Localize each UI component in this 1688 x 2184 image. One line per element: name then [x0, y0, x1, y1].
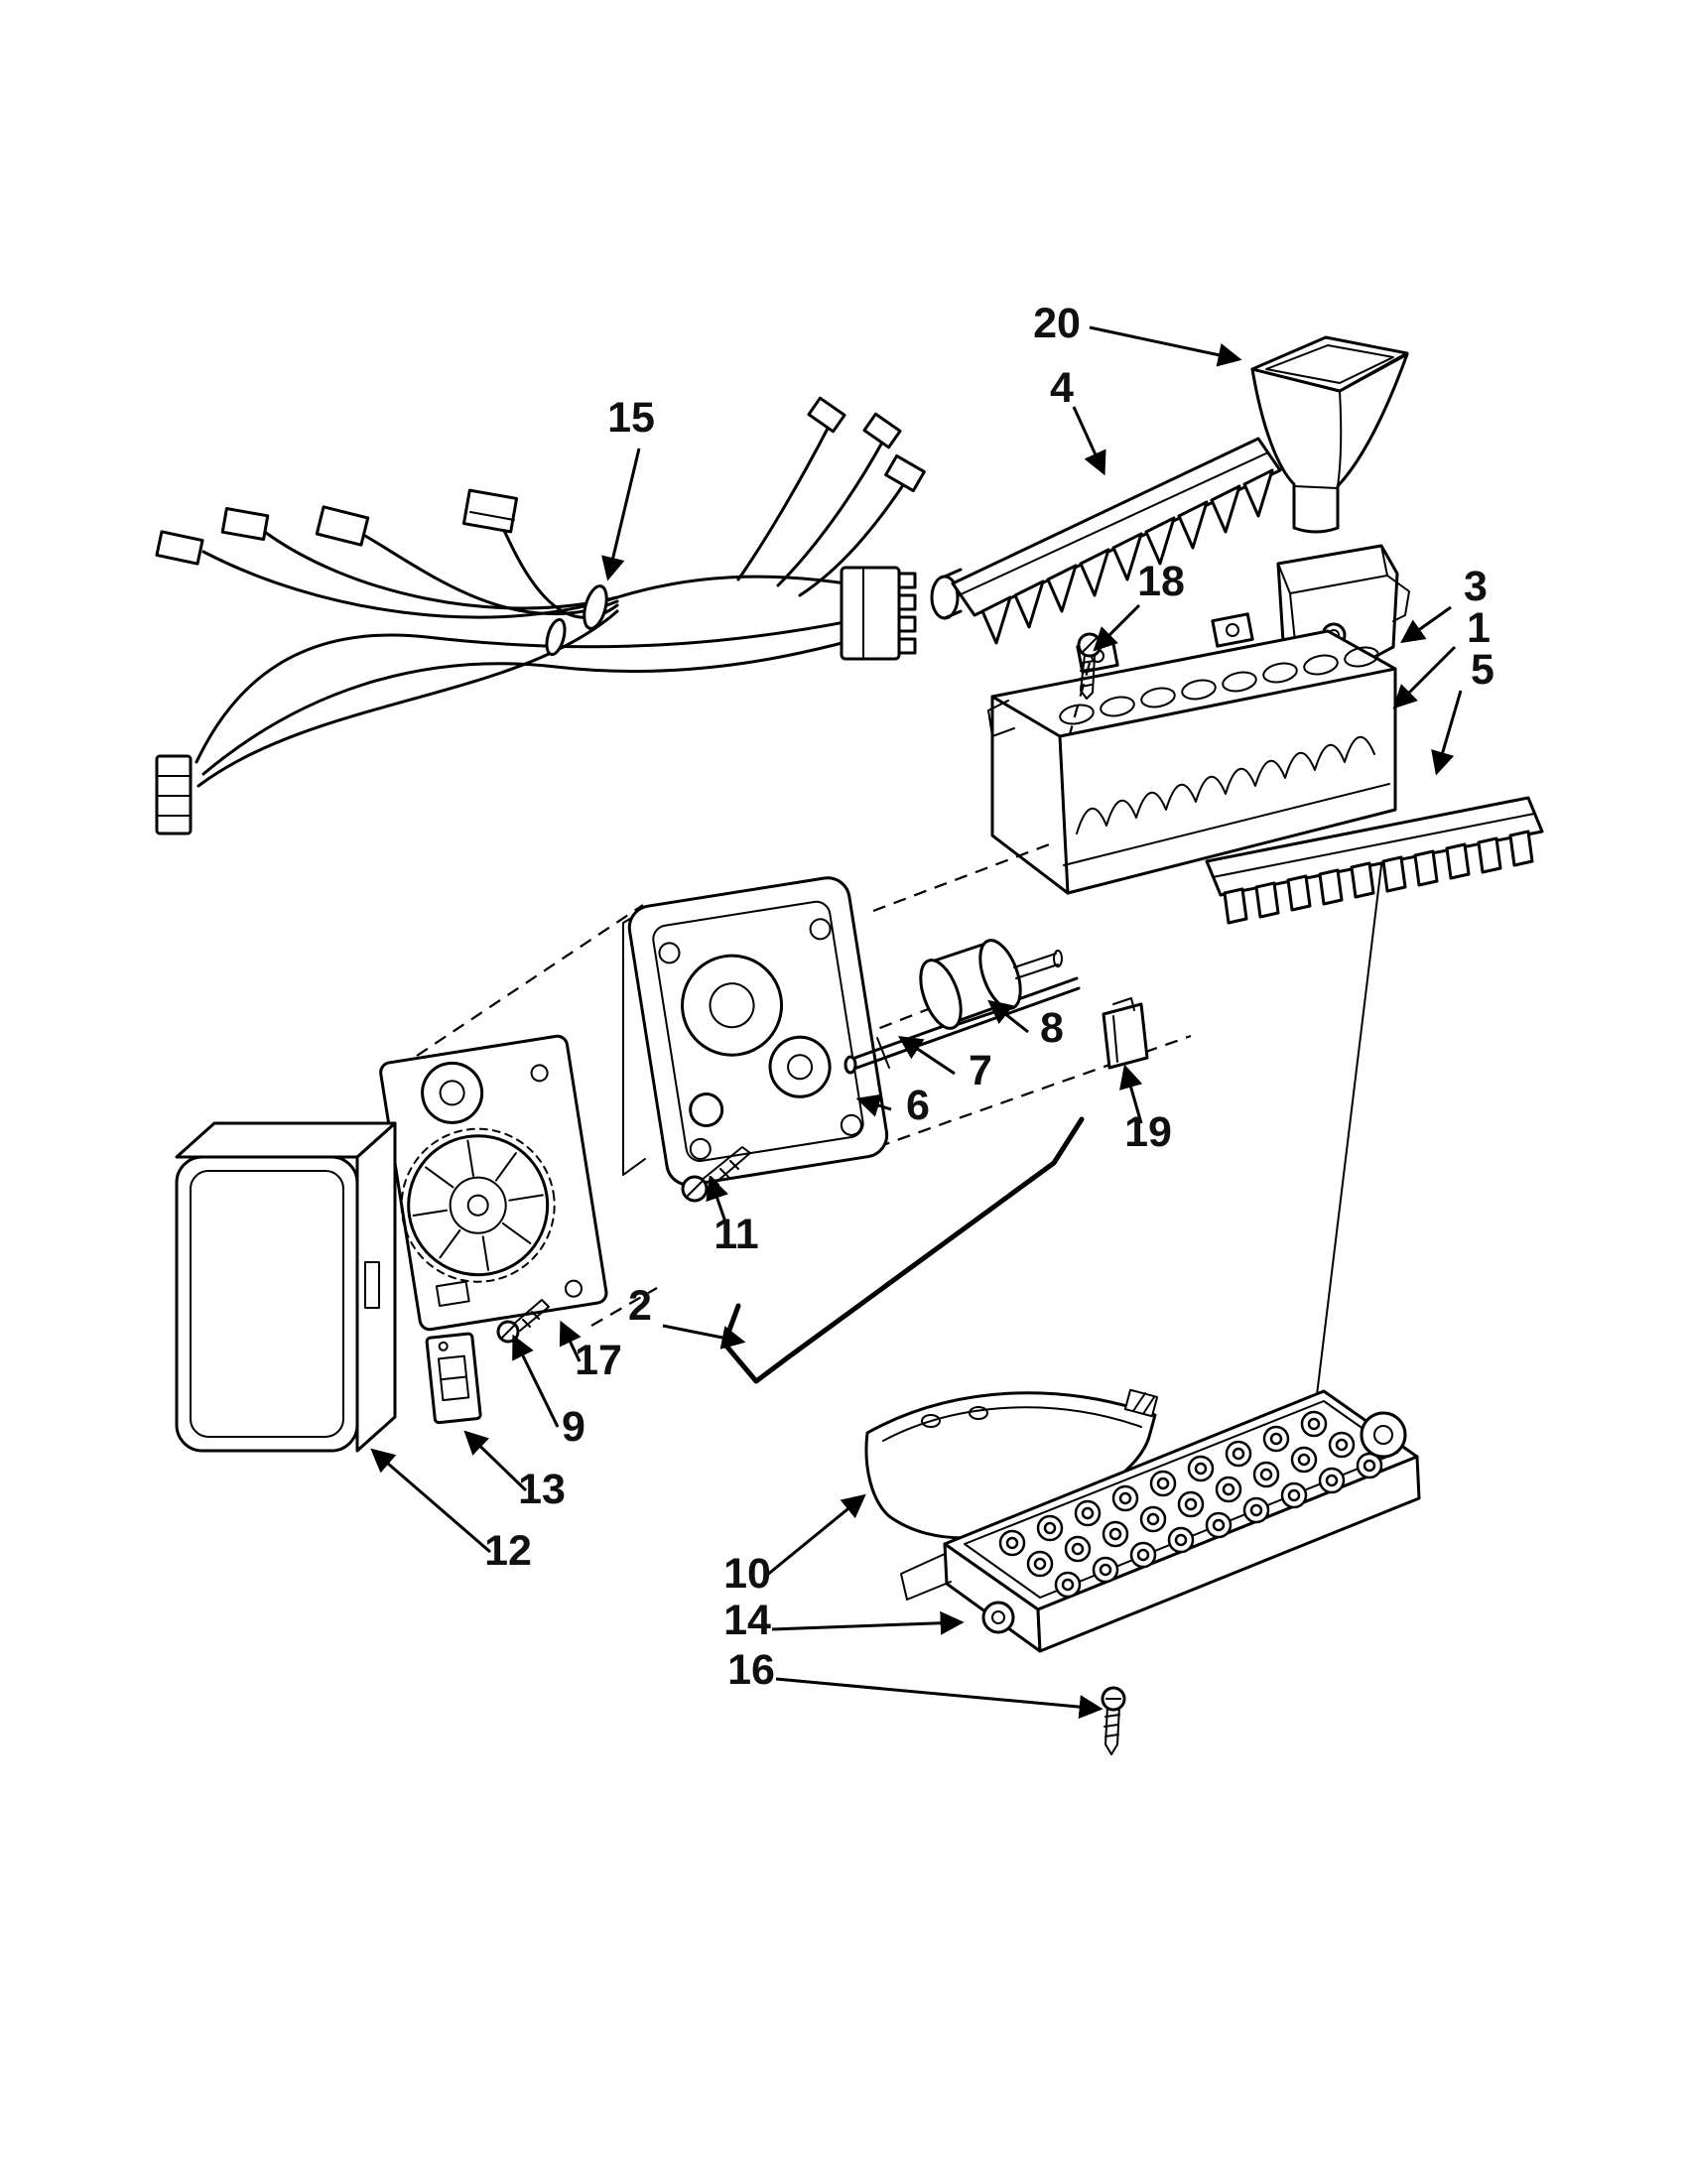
callout-19: 19 — [1124, 1108, 1172, 1156]
callout-labels: 20 4 15 18 3 1 5 8 7 6 19 11 2 17 9 13 1… — [484, 300, 1494, 1694]
shutoff-switch — [425, 1332, 482, 1425]
callout-10: 10 — [723, 1550, 771, 1598]
callout-3: 3 — [1464, 563, 1488, 610]
callout-17: 17 — [575, 1337, 622, 1384]
callout-8: 8 — [1040, 1004, 1064, 1052]
callout-14: 14 — [723, 1597, 771, 1644]
motor-coupler — [919, 939, 1063, 1030]
callout-13: 13 — [518, 1466, 566, 1513]
screw-16 — [1101, 1686, 1126, 1755]
callout-15: 15 — [607, 394, 655, 442]
ice-mold-tray — [930, 437, 1282, 645]
drive-shaft — [844, 976, 1081, 1075]
callout-4: 4 — [1050, 364, 1074, 412]
callout-11: 11 — [714, 1211, 758, 1258]
callout-1: 1 — [1467, 604, 1491, 652]
callout-20: 20 — [1033, 300, 1081, 347]
module-housing — [622, 876, 889, 1187]
retainer-clip — [1102, 997, 1149, 1070]
callout-9: 9 — [562, 1403, 585, 1451]
callout-16: 16 — [727, 1646, 775, 1694]
callout-7: 7 — [969, 1047, 992, 1094]
fill-funnel — [1250, 335, 1409, 534]
callout-2: 2 — [628, 1282, 652, 1330]
callout-12: 12 — [484, 1527, 532, 1575]
callout-6: 6 — [906, 1082, 930, 1129]
callout-5: 5 — [1471, 646, 1494, 694]
ice-door-flap — [864, 1388, 1159, 1540]
callout-18: 18 — [1137, 558, 1185, 605]
divider-comb-strip — [1205, 796, 1544, 1404]
icemaker-cover — [175, 1121, 397, 1453]
callout-leader-arrows — [370, 325, 1463, 1720]
wire-harness — [155, 396, 926, 835]
ice-container — [900, 1389, 1421, 1653]
icemaker-mold-body — [987, 612, 1397, 895]
gear-front-plate — [379, 1034, 608, 1332]
